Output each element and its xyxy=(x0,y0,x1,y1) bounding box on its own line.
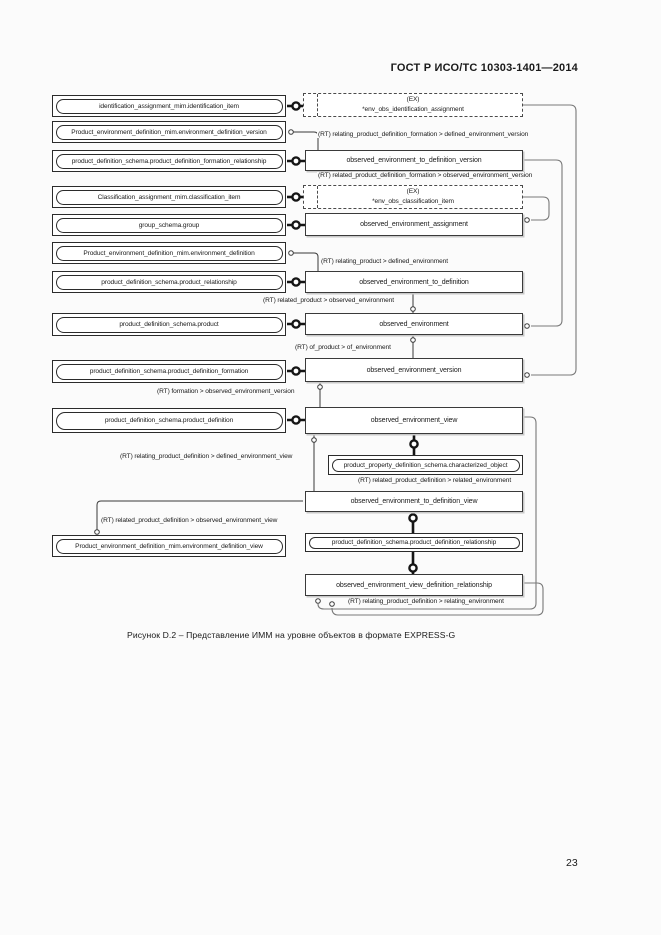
relationship-label: (RT) of_product > of_environment xyxy=(294,344,392,351)
connector-circle xyxy=(410,337,416,343)
connector-circle xyxy=(524,323,530,329)
connector-circle xyxy=(288,250,294,256)
entity-ref-product-definition-schema-product-definition-formation: product_definition_schema.product_defini… xyxy=(52,360,286,383)
entity-ref-classification-assignment-mim-classification-item: Classification_assignment_mim.classifica… xyxy=(52,186,286,208)
entity-observed-environment-version: observed_environment_version xyxy=(305,358,523,382)
relationship-label: (RT) related_product_definition_formatio… xyxy=(317,172,534,179)
entity-ref-identification-assignment-mim-identification-item: identification_assignment_mim.identifica… xyxy=(52,95,286,117)
connector-line-route xyxy=(523,196,550,221)
connector-circle xyxy=(291,192,301,202)
connector-line-thin xyxy=(96,500,303,532)
entity-ref-label: product_definition_schema.product_defini… xyxy=(55,363,283,380)
connector-line-route xyxy=(523,104,577,376)
entity-ref-label: Product_environment_definition_mim.envir… xyxy=(55,245,283,261)
entity-observed-environment: observed_environment xyxy=(305,313,523,335)
relationship-label: (RT) relating_product_definition > defin… xyxy=(119,453,294,460)
entity-ref-label: product_definition_schema.product_relati… xyxy=(55,274,283,290)
connector-circle xyxy=(291,319,301,329)
external-ref-env-obs-classification-item: (EX) *env_obs_classification_item xyxy=(303,185,523,209)
connector-circle xyxy=(524,217,530,223)
relationship-label: (RT) related_product > observed_environm… xyxy=(262,297,396,304)
connector-circle xyxy=(311,437,317,443)
entity-ref-label: Product_environment_definition_mim.envir… xyxy=(55,124,283,140)
connector-circle xyxy=(408,563,418,573)
external-marker-label: (EX) xyxy=(406,187,420,195)
entity-ref-product-environment-definition-mim-environment-definition: Product_environment_definition_mim.envir… xyxy=(52,242,286,264)
page-number: 23 xyxy=(566,857,578,869)
entity-observed-environment-view-definition-relationship: observed_environment_view_definition_rel… xyxy=(305,574,523,596)
entity-ref-label: Product_environment_definition_mim.envir… xyxy=(55,538,283,554)
connector-circle xyxy=(408,513,418,523)
entity-ref-product-property-definition-schema-characterized-object: product_property_definition_schema.chara… xyxy=(328,455,523,475)
entity-observed-environment-to-definition: observed_environment_to_definition xyxy=(305,271,523,293)
entity-ref-label: Classification_assignment_mim.classifica… xyxy=(55,189,283,205)
entity-ref-product-definition-schema-product: product_definition_schema.product xyxy=(52,313,286,336)
connector-circle xyxy=(524,372,530,378)
entity-ref-product-definition-schema-product-definition: product_definition_schema.product_defini… xyxy=(52,408,286,433)
entity-ref-group-schema-group: group_schema.group xyxy=(52,214,286,236)
connector-circle xyxy=(291,366,301,376)
connector-line-thin xyxy=(291,252,319,271)
connector-circle xyxy=(291,156,301,166)
document-header: ГОСТ Р ИСО/ТС 10303-1401—2014 xyxy=(390,62,578,74)
entity-ref-product-definition-schema-product-relationship: product_definition_schema.product_relati… xyxy=(52,271,286,293)
connector-circle xyxy=(291,415,301,425)
external-marker-label: (EX) xyxy=(406,95,420,103)
relationship-label: (RT) relating_product_definition_formati… xyxy=(317,131,530,138)
connector-line-route xyxy=(523,159,563,327)
external-entity-label: *env_obs_identification_assignment xyxy=(362,106,464,113)
connector-circle xyxy=(317,384,323,390)
entity-ref-product-definition-schema-product-definition-relationship: product_definition_schema.product_defini… xyxy=(305,533,523,552)
relationship-label: (RT) formation > observed_environment_ve… xyxy=(156,388,296,395)
connector-circle xyxy=(94,529,100,535)
figure-caption: Рисунок D.2 – Представление ИММ на уровн… xyxy=(127,630,456,640)
connector-circle xyxy=(288,129,294,135)
connector-circle xyxy=(410,306,416,312)
connector-line-route xyxy=(317,416,537,610)
relationship-label: (RT) related_product_definition > observ… xyxy=(100,517,279,524)
relationship-label: (RT) related_product_definition > relate… xyxy=(357,477,513,484)
connector-circle xyxy=(291,220,301,230)
entity-ref-label: product_definition_schema.product xyxy=(55,316,283,333)
relationship-label: (RT) relating_product_definition > relat… xyxy=(347,598,505,605)
entity-ref-product-definition-schema-product-definition-formation-relat: product_definition_schema.product_defini… xyxy=(52,150,286,172)
entity-observed-environment-to-definition-view: observed_environment_to_definition_view xyxy=(305,491,523,512)
connector-circle xyxy=(329,601,335,607)
connector-circle xyxy=(315,598,321,604)
entity-observed-environment-view: observed_environment_view xyxy=(305,407,523,434)
entity-ref-label: identification_assignment_mim.identifica… xyxy=(55,98,283,114)
relationship-label: (RT) relating_product > defined_environm… xyxy=(320,258,449,265)
connector-line-route xyxy=(331,582,544,616)
entity-ref-product-environment-definition-mim-environment-definition-vi: Product_environment_definition_mim.envir… xyxy=(52,535,286,557)
entity-ref-label: product_property_definition_schema.chara… xyxy=(331,458,520,472)
connector-circle xyxy=(409,439,419,449)
entity-observed-environment-to-definition-version: observed_environment_to_definition_versi… xyxy=(305,150,523,171)
entity-ref-label: product_definition_schema.product_defini… xyxy=(55,153,283,169)
connector-circle xyxy=(291,101,301,111)
page-ref-divider xyxy=(317,186,318,208)
entity-ref-label: product_definition_schema.product_defini… xyxy=(308,536,520,549)
external-ref-env-obs-identification-assignment: (EX) *env_obs_identification_assignment xyxy=(303,93,523,117)
entity-ref-label: group_schema.group xyxy=(55,217,283,233)
external-entity-label: *env_obs_classification_item xyxy=(372,198,454,205)
entity-ref-product-environment-definition-mim-environment-definition-ve: Product_environment_definition_mim.envir… xyxy=(52,121,286,143)
entity-observed-environment-assignment: observed_environment_assignment xyxy=(305,213,523,236)
page-ref-divider xyxy=(317,94,318,116)
entity-ref-label: product_definition_schema.product_defini… xyxy=(55,411,283,430)
connector-circle xyxy=(291,277,301,287)
